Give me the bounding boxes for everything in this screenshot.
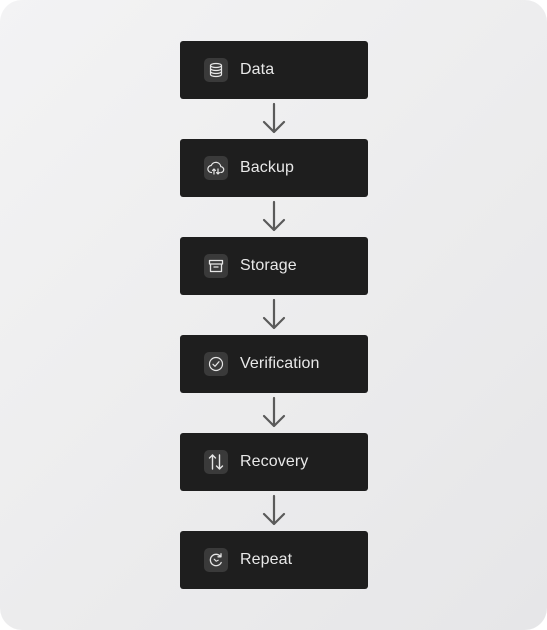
step-label: Verification: [240, 355, 320, 372]
step-verification: Verification: [180, 335, 368, 393]
arrow-down-icon: [262, 102, 286, 134]
arrow-down-icon: [262, 298, 286, 330]
step-label: Recovery: [240, 453, 309, 470]
up-down-arrows-icon: [204, 450, 228, 474]
step-label: Data: [240, 61, 275, 78]
database-icon: [204, 58, 228, 82]
cloud-sync-icon: [204, 156, 228, 180]
arrow-down-icon: [262, 396, 286, 428]
step-storage: Storage: [180, 237, 368, 295]
step-label: Backup: [240, 159, 294, 176]
step-backup: Backup: [180, 139, 368, 197]
step-label: Storage: [240, 257, 297, 274]
refresh-icon: [204, 548, 228, 572]
step-repeat: Repeat: [180, 531, 368, 589]
arrow-down-icon: [262, 494, 286, 526]
step-label: Repeat: [240, 551, 293, 568]
arrow-down-icon: [262, 200, 286, 232]
archive-box-icon: [204, 254, 228, 278]
step-recovery: Recovery: [180, 433, 368, 491]
step-data: Data: [180, 41, 368, 99]
check-circle-icon: [204, 352, 228, 376]
